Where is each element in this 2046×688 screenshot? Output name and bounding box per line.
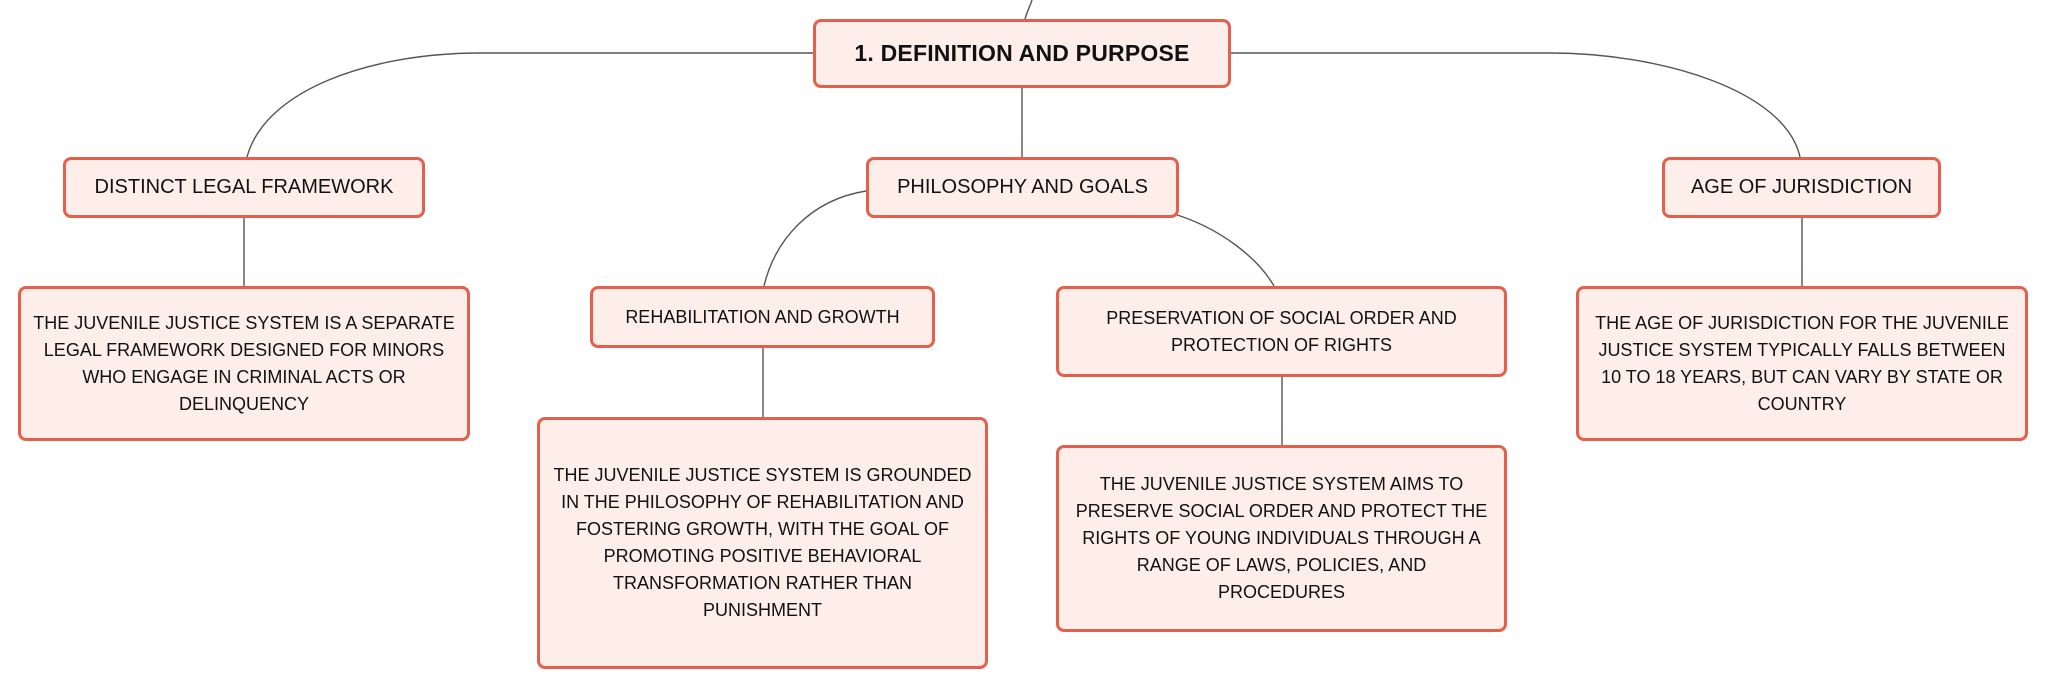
detail-node-rehabilitation-and-growth[interactable]: THE JUVENILE JUSTICE SYSTEM IS GROUNDED … [537, 417, 988, 669]
detail-text: THE JUVENILE JUSTICE SYSTEM AIMS TO PRES… [1075, 474, 1488, 602]
topic-label: PHILOSOPHY AND GOALS [897, 176, 1148, 198]
connector-philosophy-to-preservation [1173, 213, 1275, 287]
subtopic-label: PRESERVATION OF SOCIAL ORDER AND PROTECT… [1106, 307, 1457, 355]
detail-text: THE AGE OF JURISDICTION FOR THE JUVENILE… [1595, 312, 2009, 414]
connector-root-to-age [1231, 52, 1801, 158]
topic-node-age-of-jurisdiction[interactable]: AGE OF JURISDICTION [1662, 157, 1941, 218]
detail-node-age-of-jurisdiction[interactable]: THE AGE OF JURISDICTION FOR THE JUVENILE… [1576, 286, 2028, 441]
connector-root-to-framework [246, 52, 813, 158]
subtopic-node-rehabilitation-and-growth[interactable]: REHABILITATION AND GROWTH [590, 286, 935, 348]
subtopic-node-preservation-of-social-order[interactable]: PRESERVATION OF SOCIAL ORDER AND PROTECT… [1056, 286, 1507, 377]
subtopic-label: REHABILITATION AND GROWTH [625, 306, 900, 327]
detail-node-preservation-of-social-order[interactable]: THE JUVENILE JUSTICE SYSTEM AIMS TO PRES… [1056, 445, 1507, 632]
topic-label: AGE OF JURISDICTION [1690, 176, 1913, 198]
detail-text: THE JUVENILE JUSTICE SYSTEM IS GROUNDED … [553, 465, 972, 620]
detail-text: THE JUVENILE JUSTICE SYSTEM IS A SEPARAT… [33, 312, 455, 414]
topic-node-distinct-legal-framework[interactable]: DISTINCT LEGAL FRAMEWORK [63, 157, 425, 218]
topic-node-philosophy-and-goals[interactable]: PHILOSOPHY AND GOALS [866, 157, 1179, 218]
connector-philosophy-to-rehabilitation [763, 190, 867, 287]
root-topic-label: 1. DEFINITION AND PURPOSE [854, 40, 1190, 66]
connector-parent-to-root [1024, 0, 1033, 20]
topic-label: DISTINCT LEGAL FRAMEWORK [94, 176, 394, 198]
detail-node-distinct-legal-framework[interactable]: THE JUVENILE JUSTICE SYSTEM IS A SEPARAT… [18, 286, 470, 441]
root-topic-node[interactable]: 1. DEFINITION AND PURPOSE [813, 19, 1231, 88]
